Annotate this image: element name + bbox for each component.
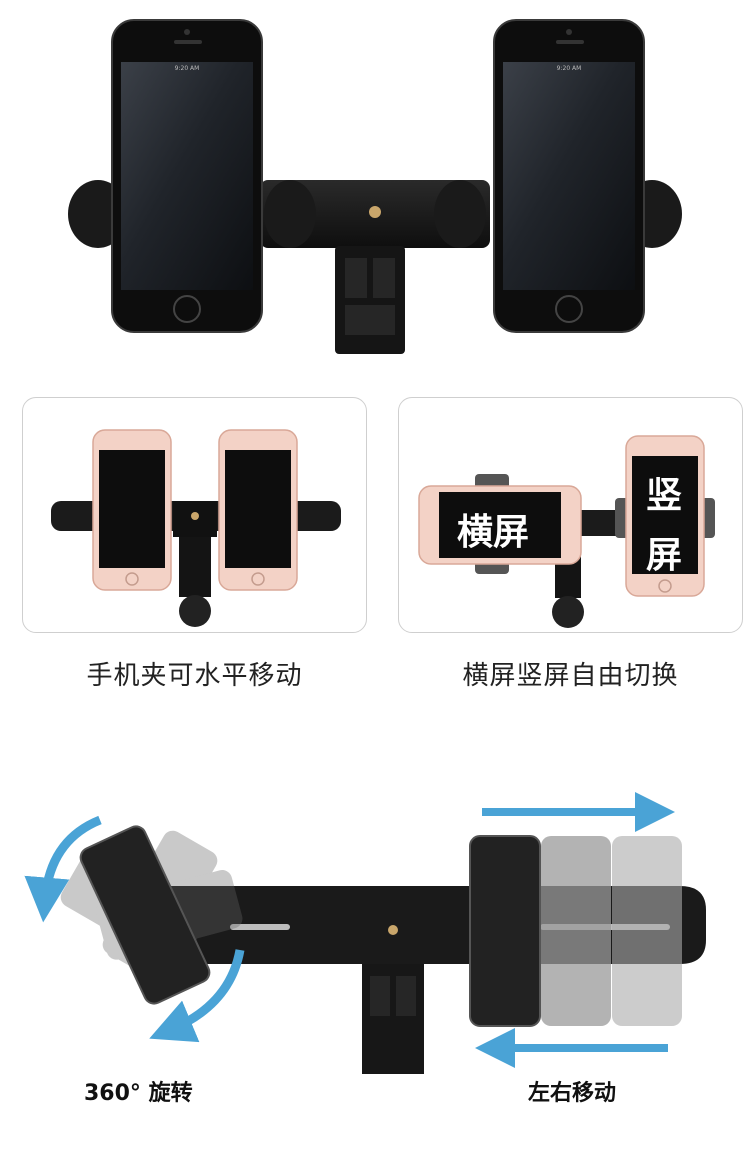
phone-left-rose-gold: [92, 429, 172, 591]
horizontal-move-illustration: [51, 429, 341, 627]
caption-rotate: 360° 旋转: [84, 1081, 193, 1106]
label-portrait-bottom: 屏: [646, 535, 683, 576]
caption-horizontal-move: 手机夹可水平移动: [86, 661, 303, 691]
label-landscape: 横屏: [457, 512, 530, 553]
phone-landscape: [418, 485, 582, 565]
left-phone: [111, 19, 263, 333]
orientation-switch-illustration: [418, 435, 715, 628]
left-status-time: 9:20 AM: [175, 65, 200, 72]
right-phone: [493, 19, 645, 333]
panel-horizontal-move: [22, 397, 367, 633]
caption-orientation-switch: 横屏竖屏自由切换: [462, 661, 679, 691]
mount-screw-hole: [369, 206, 381, 218]
rotating-clamp: [79, 825, 211, 1005]
top-product-image: 9:20 AM 9:20 AM: [0, 0, 750, 370]
rotate-arrow-bottom: [149, 949, 245, 1043]
bottom-feature-image: [0, 790, 750, 1090]
right-status-time: 9:20 AM: [557, 65, 582, 72]
rotate-arrow-top: [24, 815, 102, 923]
phone-portrait: [625, 435, 705, 597]
phone-right-rose-gold: [218, 429, 298, 591]
dual-phone-mount-illustration: 9:20 AM 9:20 AM: [68, 19, 682, 354]
sliding-clamp: [469, 835, 541, 1027]
label-portrait-top: 竖: [646, 475, 683, 516]
rotate-slide-illustration: [24, 792, 706, 1074]
caption-slide: 左右移动: [528, 1081, 617, 1106]
panel-orientation-switch: 横屏 竖 屏: [398, 397, 743, 633]
